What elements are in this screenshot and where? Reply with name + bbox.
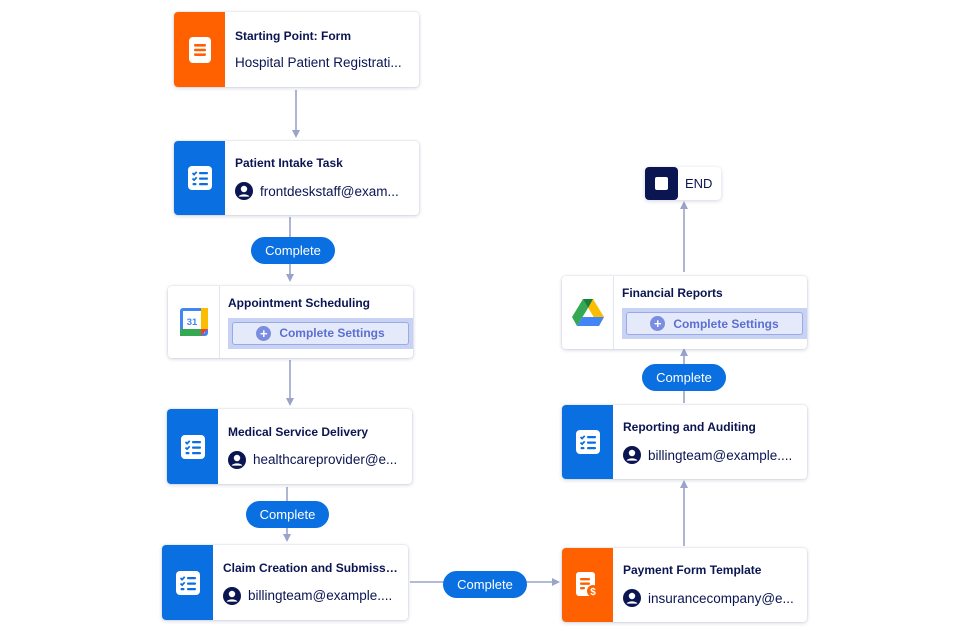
user-icon <box>223 586 241 605</box>
node-starting-point-form[interactable]: Starting Point: Form Hospital Patient Re… <box>174 12 419 87</box>
node-title: Financial Reports <box>622 286 723 300</box>
node-subtitle: Hospital Patient Registrati... <box>235 55 402 70</box>
node-appointment-scheduling[interactable]: 31 Appointment Scheduling + Complete Set… <box>168 286 413 358</box>
node-title: Reporting and Auditing <box>623 420 756 434</box>
svg-text:$: $ <box>590 587 596 598</box>
task-list-icon <box>175 570 200 595</box>
plus-icon: + <box>650 316 666 331</box>
node-title: Payment Form Template <box>623 563 762 577</box>
edge-label-complete[interactable]: Complete <box>251 237 335 264</box>
node-patient-intake-task[interactable]: Patient Intake Task frontdeskstaff@exam.… <box>174 141 419 215</box>
task-icon-box <box>174 141 225 215</box>
google-drive-icon <box>571 298 604 326</box>
end-label: END <box>685 176 713 191</box>
assignee-email: billingteam@example.... <box>248 588 393 603</box>
settings-container: + Complete Settings <box>228 317 413 349</box>
node-financial-reports[interactable]: Financial Reports + Complete Settings <box>562 276 807 349</box>
node-title: Patient Intake Task <box>235 156 343 170</box>
payment-icon-box: $ <box>562 548 613 622</box>
settings-container: + Complete Settings <box>622 308 807 339</box>
task-icon-box <box>162 545 213 620</box>
user-icon <box>228 450 246 469</box>
complete-settings-label: Complete Settings <box>279 326 385 340</box>
assignee-email: billingteam@example.... <box>648 447 793 463</box>
edge-label-complete[interactable]: Complete <box>246 501 329 528</box>
node-claim-creation[interactable]: Claim Creation and Submissi... billingte… <box>162 545 408 620</box>
task-icon-box <box>562 405 613 479</box>
calendar-icon-box: 31 <box>168 286 220 358</box>
google-calendar-icon: 31 <box>179 308 208 336</box>
payment-form-icon: $ <box>575 572 599 598</box>
complete-settings-label: Complete Settings <box>673 316 779 331</box>
node-title: Claim Creation and Submissi... <box>223 560 398 575</box>
assignee-email: insurancecompany@e... <box>648 590 794 606</box>
plus-icon: + <box>256 325 272 341</box>
user-icon <box>235 182 253 200</box>
task-list-icon <box>575 430 600 454</box>
complete-settings-button[interactable]: + Complete Settings <box>232 321 409 345</box>
edge-label-complete[interactable]: Complete <box>443 571 527 598</box>
task-list-icon <box>180 434 205 459</box>
assignee-email: frontdeskstaff@exam... <box>260 183 399 199</box>
complete-settings-button[interactable]: + Complete Settings <box>626 312 803 335</box>
user-icon <box>623 446 641 464</box>
user-icon <box>623 589 641 607</box>
node-reporting-and-auditing[interactable]: Reporting and Auditing billingteam@examp… <box>562 405 807 479</box>
edge-label-complete[interactable]: Complete <box>642 364 726 391</box>
node-payment-form-template[interactable]: $ Payment Form Template insurancecompany… <box>562 548 807 622</box>
assignee-email: healthcareprovider@e... <box>253 452 398 467</box>
stop-icon <box>645 167 678 200</box>
node-title: Medical Service Delivery <box>228 424 369 439</box>
form-icon <box>188 36 211 63</box>
node-end[interactable]: END <box>645 167 721 200</box>
node-title: Starting Point: Form <box>235 29 351 43</box>
task-list-icon <box>187 166 212 190</box>
node-title: Appointment Scheduling <box>228 295 370 310</box>
task-icon-box <box>167 409 218 484</box>
svg-text:31: 31 <box>186 317 197 328</box>
node-medical-service-delivery[interactable]: Medical Service Delivery healthcareprovi… <box>167 409 412 484</box>
drive-icon-box <box>562 276 614 349</box>
form-icon-box <box>174 12 225 87</box>
